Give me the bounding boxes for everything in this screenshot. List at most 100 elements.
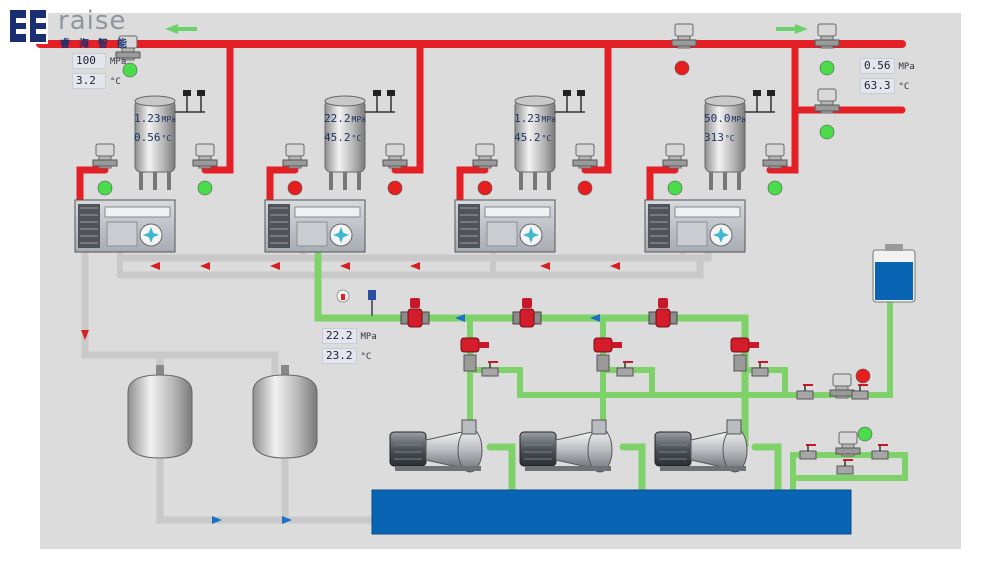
makeup-bottom-valve[interactable] [835, 431, 861, 457]
unit-1-pressure-unit: MPa [161, 115, 176, 124]
pump-motor [654, 431, 692, 467]
main-left-header-valve[interactable] [115, 35, 141, 61]
unit-4-inlet-status-lamp [667, 180, 683, 196]
unit-2-pressure-unit: MPa [351, 115, 366, 124]
makeup-top-valve[interactable] [829, 373, 855, 399]
circulation-pump-3[interactable] [654, 419, 748, 473]
unit-2-inlet-valve[interactable] [282, 143, 308, 169]
flow-arrow-down-icon [81, 330, 89, 340]
unit-3-outlet-valve[interactable] [572, 143, 598, 169]
main-left-pressure-unit: MPa [110, 57, 127, 67]
unit-1-outlet-valve[interactable] [192, 143, 218, 169]
unit-4-pressure-unit: MPa [731, 115, 746, 124]
gauge-icon [197, 90, 205, 96]
circulation-pump-1[interactable] [389, 419, 483, 473]
unit-4-temperature: 313 [704, 131, 724, 144]
hand-valve-2[interactable] [616, 361, 634, 377]
buffer-tank-left [127, 365, 193, 459]
unit-4-temperature-unit: °C [724, 134, 735, 143]
unit-3-outlet-status-lamp [577, 180, 593, 196]
unit-3-readout: 1.23MPa 45.2°C [514, 112, 556, 146]
brand-logo: raise 睿海智能 [6, 6, 156, 50]
unit-2-inlet-status-lamp [287, 180, 303, 196]
unit-1-temperature: 0.56 [134, 131, 161, 144]
gauge-icon [767, 90, 775, 96]
riser-valve-2[interactable] [593, 337, 622, 372]
riser-valve-1[interactable] [460, 337, 489, 372]
unit-3-pressure-unit: MPa [541, 115, 556, 124]
brand-subtitle: 睿海智能 [60, 39, 136, 50]
header-check-valve-1[interactable] [400, 298, 430, 328]
pump-motor [389, 431, 427, 467]
unit-3-pressure: 1.23 [514, 112, 541, 125]
unit-4-inlet-valve[interactable] [662, 143, 688, 169]
expansion-tank[interactable] [872, 244, 916, 303]
pump-header-temperature-unit: °C [360, 352, 372, 362]
circulation-pump-2[interactable] [519, 419, 613, 473]
main-left-temperature-unit: °C [110, 77, 121, 87]
main-left-temperature: 3.2 [72, 73, 106, 89]
flow-arrow-return-icon [610, 262, 620, 270]
pump-header-pressure-unit: MPa [360, 332, 377, 342]
unit-1-outlet-status-lamp [197, 180, 213, 196]
makeup-top-status-lamp [855, 368, 871, 384]
hand-valve-1[interactable] [481, 361, 499, 377]
pump-motor [519, 431, 557, 467]
pump-header-pressure: 22.2 [322, 328, 357, 344]
unit-3-temperature: 45.2 [514, 131, 541, 144]
hand-valve-4[interactable] [796, 384, 814, 400]
main-mid-header-valve[interactable] [671, 23, 697, 49]
unit-3-temperature-unit: °C [541, 134, 552, 143]
unit-4-outlet-valve[interactable] [762, 143, 788, 169]
unit-4-outlet-status-lamp [767, 180, 783, 196]
unit-3-inlet-status-lamp [477, 180, 493, 196]
flow-arrow-left-icon [165, 24, 197, 34]
main-left-readout: 100 MPa 3.2 °C [72, 53, 126, 89]
unit-2-pressure: 22.2 [324, 112, 351, 125]
panel-background [40, 13, 961, 549]
main-right-top-status-lamp [819, 60, 835, 76]
unit-1-pressure: 1.23 [134, 112, 161, 125]
hand-valve-8[interactable] [871, 444, 889, 460]
chiller-unit-3[interactable] [454, 90, 598, 253]
hand-valve-3[interactable] [751, 361, 769, 377]
unit-4-readout: 50.0MPa 313°C [704, 112, 746, 146]
hand-valve-6[interactable] [799, 444, 817, 460]
unit-1-inlet-valve[interactable] [92, 143, 118, 169]
brand-mark-icon [8, 8, 48, 44]
main-right-bottom-status-lamp [819, 124, 835, 140]
flow-arrow-return-icon [540, 262, 550, 270]
gauge-icon [373, 90, 381, 96]
header-check-valve-3[interactable] [648, 298, 678, 328]
header-check-valve-2[interactable] [512, 298, 542, 328]
unit-1-inlet-status-lamp [97, 180, 113, 196]
riser-valve-3[interactable] [730, 337, 759, 372]
hand-valve-5[interactable] [851, 384, 869, 400]
flow-arrow-return-icon [150, 262, 160, 270]
main-right-top-valve[interactable] [814, 23, 840, 49]
flow-arrow-return-icon [340, 262, 350, 270]
gauge-icon [183, 90, 191, 96]
unit-2-temperature-unit: °C [351, 134, 362, 143]
flow-arrow-right-icon [776, 24, 808, 34]
chiller-unit-4[interactable] [644, 90, 788, 253]
unit-2-outlet-valve[interactable] [382, 143, 408, 169]
main-mid-header-status-lamp [674, 60, 690, 76]
unit-1-temperature-unit: °C [161, 134, 172, 143]
unit-1-readout: 1.23MPa 0.56°C [134, 112, 176, 146]
main-left-pressure: 100 [72, 53, 106, 69]
gauge-icon [563, 90, 571, 96]
main-right-temperature-unit: °C [898, 82, 910, 92]
unit-2-readout: 22.2MPa 45.2°C [324, 112, 366, 146]
unit-2-outlet-status-lamp [387, 180, 403, 196]
flow-arrow-supply-icon [590, 314, 600, 322]
hand-valve-7[interactable] [836, 459, 854, 475]
chiller-unit-2[interactable] [264, 90, 408, 253]
unit-3-inlet-valve[interactable] [472, 143, 498, 169]
flow-arrow-drain-icon [282, 516, 292, 524]
chiller-unit-1[interactable] [74, 90, 218, 253]
main-right-bottom-valve[interactable] [814, 88, 840, 114]
flow-arrow-return-icon [200, 262, 210, 270]
